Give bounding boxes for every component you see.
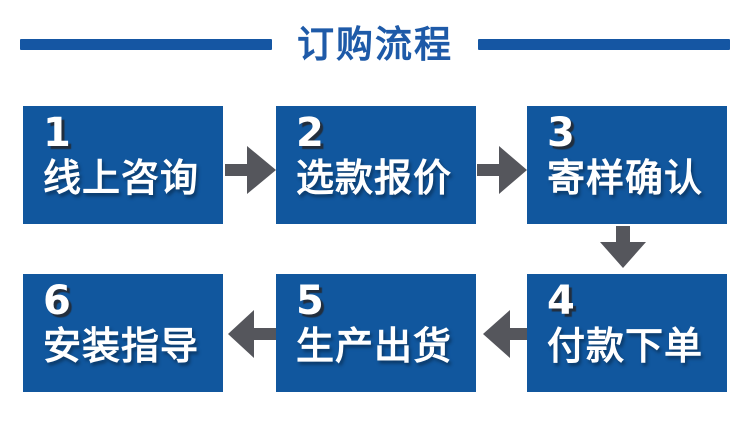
step-number: 1	[43, 110, 71, 156]
step-label: 线上咨询	[43, 156, 200, 200]
step-label: 安装指导	[43, 324, 200, 368]
step-label: 寄样确认	[547, 156, 704, 200]
step-box-3: 3 寄样确认	[527, 106, 727, 224]
page-title: 订购流程	[297, 22, 453, 66]
step-box-5: 5 生产出货	[276, 274, 476, 392]
step-box-1: 1 线上咨询	[23, 106, 223, 224]
title-bar-left	[20, 38, 272, 50]
arrow-right-icon	[225, 146, 276, 194]
step-number: 4	[547, 278, 575, 324]
arrow-left-icon	[228, 310, 276, 358]
step-label: 选款报价	[296, 156, 453, 200]
step-number: 3	[547, 110, 575, 156]
step-box-6: 6 安装指导	[23, 274, 223, 392]
arrow-left-icon	[483, 310, 527, 358]
step-number: 2	[296, 110, 324, 156]
step-label: 生产出货	[296, 324, 453, 368]
step-number: 6	[43, 278, 71, 324]
title-section: 订购流程	[20, 20, 730, 68]
step-box-2: 2 选款报价	[276, 106, 476, 224]
step-number: 5	[296, 278, 324, 324]
arrow-right-icon	[477, 146, 527, 194]
step-box-4: 4 付款下单	[527, 274, 727, 392]
arrow-down-icon	[600, 226, 646, 268]
title-bar-right	[478, 38, 730, 50]
step-label: 付款下单	[547, 324, 704, 368]
